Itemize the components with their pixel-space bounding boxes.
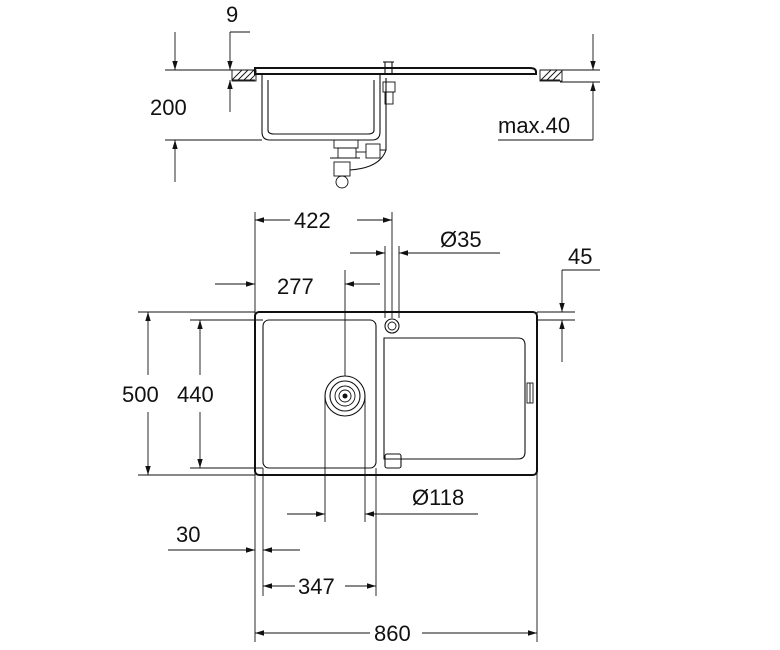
dim-45: 45 [559, 244, 600, 362]
dim-30: 30 [168, 522, 300, 553]
top-view: 422 Ø35 277 45 500 [122, 208, 600, 646]
dim-440: 440 [177, 320, 214, 468]
dim-9-label: 9 [226, 2, 238, 27]
dim-347: 347 [263, 574, 376, 599]
countertop-hatch-left [231, 69, 257, 82]
dim-max40: max.40 [498, 34, 600, 141]
drain-strainer [324, 375, 366, 417]
dim-30-label: 30 [176, 522, 200, 547]
dim-35-label: Ø35 [440, 227, 482, 252]
dim-35: Ø35 [350, 227, 500, 256]
dim-860-label: 860 [374, 621, 411, 646]
dim-277: 277 [215, 274, 380, 299]
dim-860: 860 [255, 621, 537, 646]
dim-422: 422 [255, 208, 392, 233]
dim-200-label: 200 [150, 95, 187, 120]
dim-45-label: 45 [568, 244, 592, 269]
dim-118: Ø118 [287, 485, 478, 517]
dim-440-label: 440 [177, 382, 214, 407]
dim-118-label: Ø118 [412, 485, 464, 510]
dim-347-label: 347 [298, 574, 335, 599]
dim-9: 9 [226, 2, 250, 112]
dim-277-label: 277 [277, 274, 314, 299]
countertop-hatch-right [539, 69, 563, 82]
dim-max40-label: max.40 [498, 113, 570, 138]
dim-422-label: 422 [294, 208, 331, 233]
dim-500-label: 500 [122, 382, 159, 407]
dim-200: 200 [150, 32, 262, 182]
dim-500: 500 [122, 312, 159, 475]
side-view: 9 200 max.40 [150, 2, 600, 189]
